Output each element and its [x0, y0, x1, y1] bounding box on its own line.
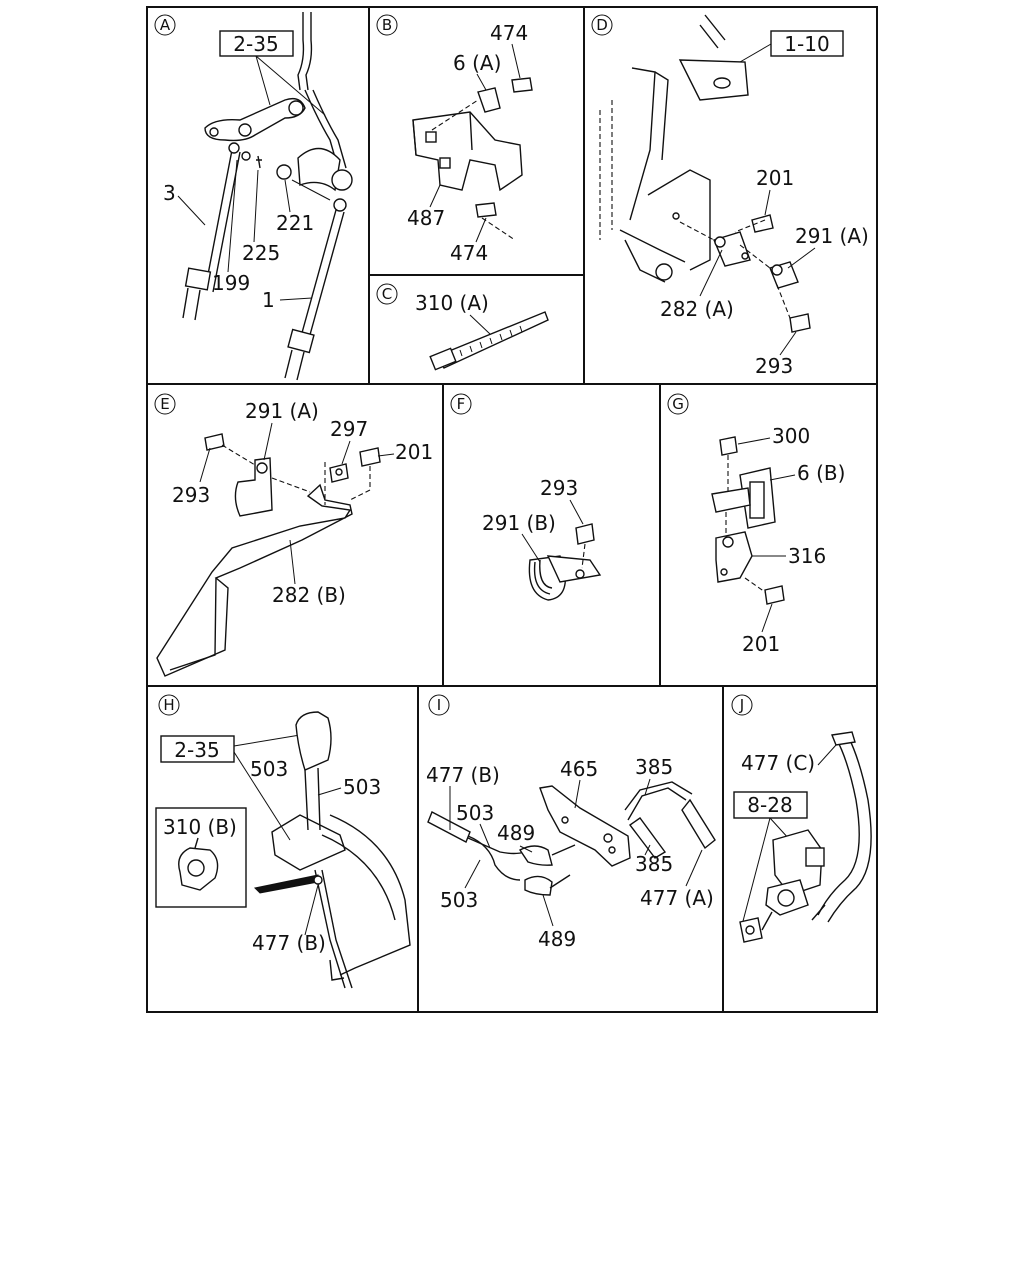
panel-f-marker: [450, 393, 472, 415]
clamp-bracket-drawing: [711, 436, 785, 605]
panel-c: C 310 (A): [376, 283, 549, 371]
panel-j-letter: J: [739, 696, 744, 714]
panel-d-part-3[interactable]: 282 (A): [660, 297, 734, 321]
panel-b-part-4[interactable]: 474: [450, 241, 488, 265]
panel-g-part-1[interactable]: 300: [772, 424, 810, 448]
panel-a-part-1[interactable]: 3: [163, 181, 176, 205]
bracket-drawing: [412, 77, 533, 241]
panel-f: F 293 291 (B): [450, 393, 602, 601]
panel-i-part-2[interactable]: 465: [560, 757, 598, 781]
panel-j-marker: [731, 694, 753, 716]
panel-j: J 8-28 477 (C): [731, 694, 872, 943]
frame-member-drawing: [599, 14, 811, 333]
panel-e-part-5[interactable]: 282 (B): [272, 583, 346, 607]
guard-plate-drawing: [156, 433, 381, 677]
clip-inset-drawing: [178, 837, 219, 891]
shift-knob-drawing: [253, 711, 411, 989]
panel-i-part-6[interactable]: 385: [635, 852, 673, 876]
panel-i-letter: I: [437, 696, 441, 714]
panel-d: D 1-10 201 291 (A) 282 (A): [591, 14, 869, 378]
panel-g-part-3[interactable]: 316: [788, 544, 826, 568]
panel-i-part-7[interactable]: 503: [440, 888, 478, 912]
panel-i-part-1[interactable]: 477 (B): [426, 763, 500, 787]
panel-d-ref[interactable]: 1-10: [784, 32, 829, 56]
clip-drawing: [528, 523, 602, 601]
panel-e-marker: [154, 393, 176, 415]
panel-i-part-9[interactable]: 489: [538, 927, 576, 951]
panel-e-letter: E: [160, 395, 169, 413]
panel-f-part-2[interactable]: 291 (B): [482, 511, 556, 535]
panel-g: G 300 6 (B) 316 201: [667, 393, 845, 656]
panel-b-marker: [376, 14, 398, 36]
panel-h: H 2-35 503 503 310 (B) 477 (B): [155, 694, 411, 989]
panel-i: I 477 (B) 465 385 503 489 385 503: [426, 694, 716, 951]
panel-a-part-4[interactable]: 221: [276, 211, 314, 235]
panel-b: B 474 6 (A) 487 474: [376, 14, 533, 265]
panel-e: E 291 (A) 297 201 293 282 (B): [154, 393, 433, 677]
panel-i-marker: [428, 694, 450, 716]
panel-a-part-2[interactable]: 199: [212, 271, 250, 295]
panel-g-letter: G: [672, 395, 684, 413]
panel-i-part-5[interactable]: 489: [497, 821, 535, 845]
panel-d-letter: D: [596, 16, 608, 34]
panel-g-marker: [667, 393, 689, 415]
panel-c-letter: C: [382, 285, 392, 303]
panel-f-part-1[interactable]: 293: [540, 476, 578, 500]
panel-b-letter: B: [382, 16, 392, 34]
panel-h-part-1[interactable]: 503: [250, 757, 288, 781]
panel-d-ref-box[interactable]: [770, 30, 844, 57]
hose-drawing: [427, 781, 716, 896]
panel-a-part-5[interactable]: 1: [262, 288, 275, 312]
panel-j-ref[interactable]: 8-28: [747, 793, 792, 817]
cable-tie-drawing: [429, 311, 549, 371]
panel-h-ref-box[interactable]: [160, 735, 235, 763]
panel-h-part-4[interactable]: 477 (B): [252, 931, 326, 955]
panel-j-part-1[interactable]: 477 (C): [741, 751, 815, 775]
panel-d-part-1[interactable]: 201: [756, 166, 794, 190]
panel-i-part-4[interactable]: 503: [456, 801, 494, 825]
panel-h-inset-box: [155, 807, 247, 908]
panel-e-part-2[interactable]: 297: [330, 417, 368, 441]
panel-c-part-1[interactable]: 310 (A): [415, 291, 489, 315]
panel-h-marker: [158, 694, 180, 716]
panel-f-letter: F: [457, 395, 466, 413]
panel-c-marker: [376, 283, 398, 305]
panel-h-part-2[interactable]: 503: [343, 775, 381, 799]
panel-b-part-3[interactable]: 487: [407, 206, 445, 230]
panel-h-ref[interactable]: 2-35: [174, 738, 219, 762]
panel-a-ref[interactable]: 2-35: [233, 32, 278, 56]
panel-d-part-2[interactable]: 291 (A): [795, 224, 869, 248]
panel-b-part-2[interactable]: 6 (A): [453, 51, 501, 75]
panel-e-part-4[interactable]: 293: [172, 483, 210, 507]
shift-lever-drawing: [182, 12, 353, 381]
panel-g-part-4[interactable]: 201: [742, 632, 780, 656]
panel-a-part-3[interactable]: 225: [242, 241, 280, 265]
panel-h-part-3[interactable]: 310 (B): [163, 815, 237, 839]
panel-e-part-1[interactable]: 291 (A): [245, 399, 319, 423]
panel-a: A 2-35: [154, 12, 353, 381]
panel-b-part-1[interactable]: 474: [490, 21, 528, 45]
panel-a-marker: [154, 14, 176, 36]
panel-g-part-2[interactable]: 6 (B): [797, 461, 845, 485]
panel-d-marker: [591, 14, 613, 36]
panel-i-part-3[interactable]: 385: [635, 755, 673, 779]
panel-a-letter: A: [160, 16, 171, 34]
panel-i-part-8[interactable]: 477 (A): [640, 886, 714, 910]
panel-grid: [146, 6, 878, 1013]
panel-h-letter: H: [163, 696, 174, 714]
valve-hose-drawing: [739, 731, 872, 943]
panel-e-part-3[interactable]: 201: [395, 440, 433, 464]
panel-d-part-4[interactable]: 293: [755, 354, 793, 378]
